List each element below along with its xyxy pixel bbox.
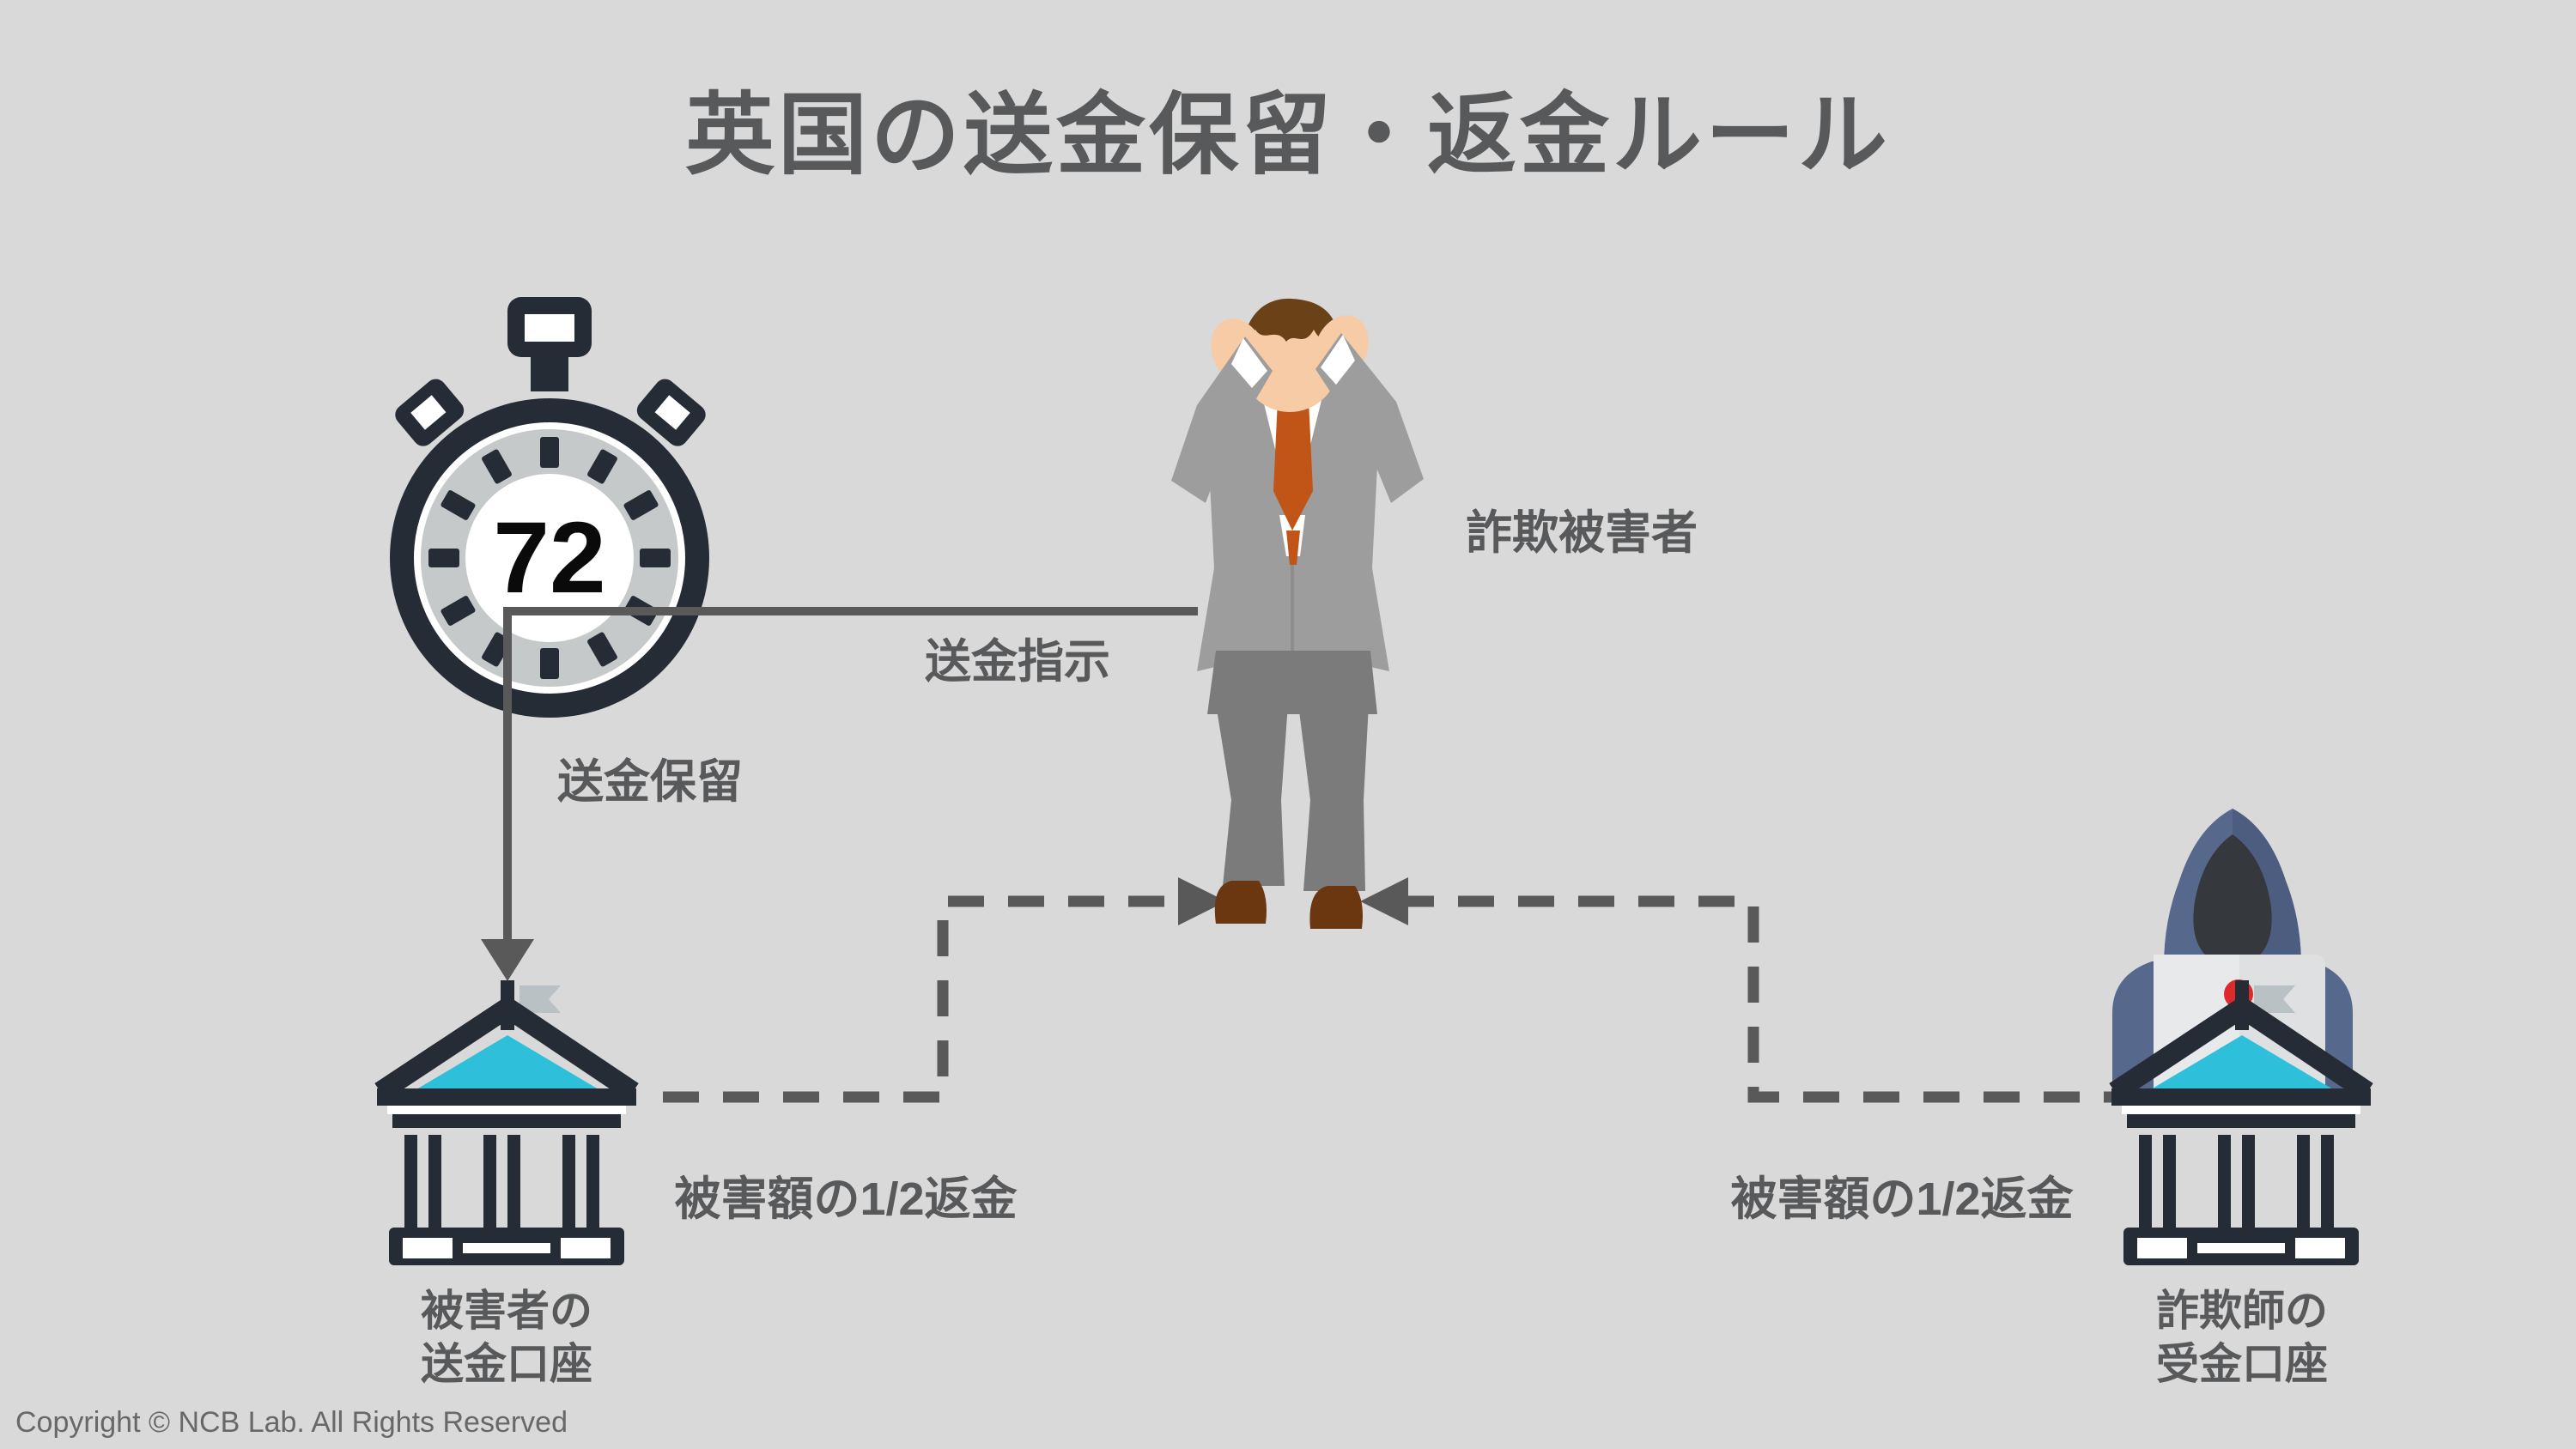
bank-building-icon-victim: [374, 980, 639, 1265]
payment-instruction-line: [503, 607, 1198, 941]
refund-path-left: [663, 895, 1178, 1103]
victim-trousers: [1207, 651, 1377, 714]
bank-pediment: [2151, 1035, 2333, 1089]
label-payment-hold: 送金保留: [557, 756, 743, 808]
bank-roof: [374, 995, 639, 1101]
label-refund-half-left: 被害額の1/2返金: [674, 1173, 1018, 1225]
label-refund-half-right: 被害額の1/2返金: [1730, 1173, 2074, 1225]
down-arrow-icon: [481, 939, 534, 981]
bank-pediment: [416, 1035, 598, 1089]
stopwatch-hours-value: 72: [493, 501, 605, 615]
label-payment-instruction: 送金指示: [925, 636, 1110, 688]
bank-columns: [2139, 1135, 2334, 1228]
bank-roof: [2109, 995, 2373, 1101]
left-arrowhead-icon: [1360, 877, 1408, 925]
caption-victim-line1: 被害者の: [421, 1287, 592, 1335]
bank-columns: [404, 1135, 599, 1228]
stopwatch-ticks: [428, 437, 671, 679]
label-fraud-victim: 詐欺被害者: [1466, 507, 1698, 559]
distressed-businessman-icon: [1171, 298, 1424, 929]
caption-victim-bank: 被害者の 送金口座: [421, 1284, 592, 1391]
victim-left-shoe: [1214, 881, 1267, 924]
bank-flag-icon: [519, 985, 561, 1013]
page-title: 英国の送金保留・返金ルール: [684, 86, 1891, 185]
victim-right-shoe: [1309, 886, 1363, 929]
caption-fraudster-line1: 詐欺師の: [2156, 1287, 2328, 1335]
caption-fraudster-bank: 詐欺師の 受金口座: [2156, 1284, 2328, 1391]
caption-fraudster-line2: 受金口座: [2156, 1340, 2328, 1388]
copyright-text: Copyright © NCB Lab. All Rights Reserved: [15, 1406, 568, 1439]
refund-path-right: [1408, 895, 2140, 1103]
stopwatch-face: [467, 476, 632, 640]
victim-hair: [1242, 298, 1340, 361]
right-arrowhead-icon: [1178, 877, 1226, 925]
caption-victim-line2: 送金口座: [421, 1340, 592, 1388]
stopwatch-icon: 72: [390, 297, 709, 718]
victim-tie: [1273, 381, 1313, 530]
stopwatch-right-button: [636, 379, 706, 446]
fraudster-face-shadow: [2193, 834, 2272, 967]
bank-flag-icon: [2254, 985, 2295, 1013]
bank-building-icon-fraudster: [2109, 980, 2373, 1265]
victim-face: [1242, 319, 1338, 412]
stopwatch-left-button: [395, 379, 465, 446]
